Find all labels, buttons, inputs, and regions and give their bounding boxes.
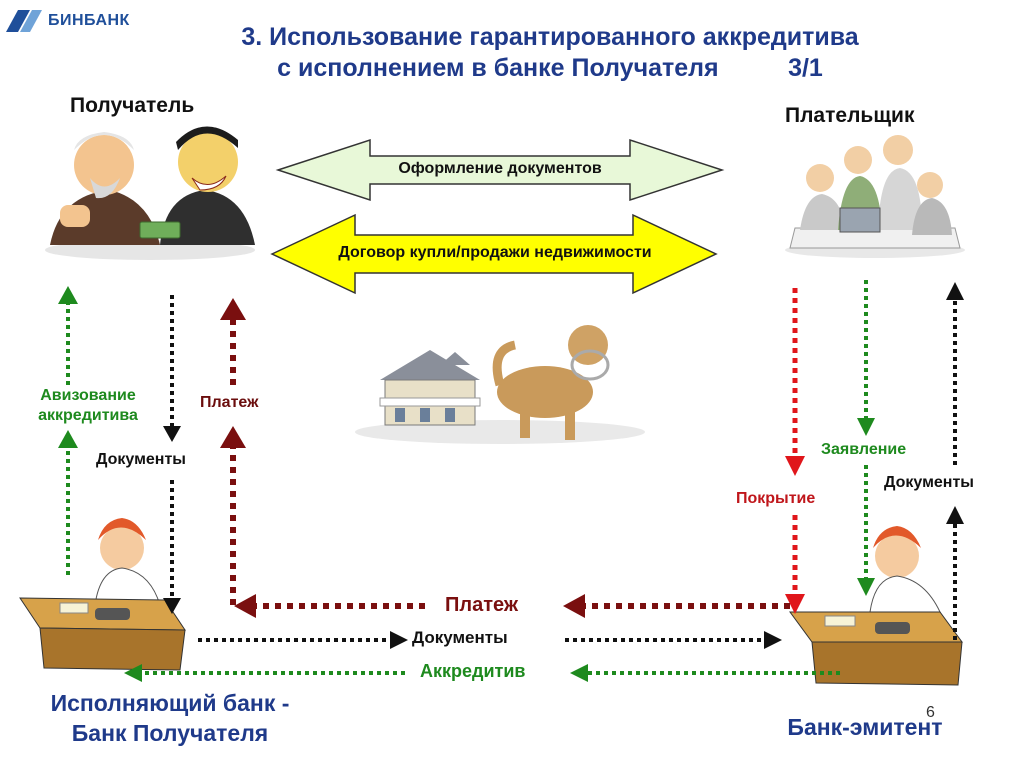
recipient-documents-arrow <box>163 295 181 614</box>
bottom-payment-label: Платеж <box>445 594 519 616</box>
page-number: 6 <box>926 704 935 721</box>
issuing-documents-arrow <box>946 282 964 640</box>
bottom-letter-of-credit-label: Аккредитив <box>420 661 526 681</box>
bottom-payment-arrow <box>234 594 790 618</box>
coverage-label: Покрытие <box>736 490 816 507</box>
application-label: Заявление <box>821 441 907 458</box>
advising-label: Авизование аккредитива <box>38 387 138 424</box>
bottom-documents-arrow <box>198 631 782 649</box>
coverage-arrow <box>785 288 805 614</box>
bottom-letter-of-credit-arrow <box>124 664 840 682</box>
issuing-bank-desk-icon <box>789 526 963 686</box>
executing-bank-title: Исполняющий банк - Банк Получателя <box>50 690 290 746</box>
recipient-title: Получатель <box>70 94 195 117</box>
house-dog-icon <box>355 325 645 444</box>
documents-processing-label: Оформление документов <box>398 160 602 177</box>
payment-to-recipient-arrow <box>220 298 246 605</box>
title-line-1: 3. Использование гарантированного аккред… <box>241 23 859 51</box>
binbank-logo-icon <box>6 10 42 32</box>
bottom-documents-label: Документы <box>412 628 508 647</box>
recipient-people-icon <box>45 126 255 260</box>
slide-title: 3. Использование гарантированного аккред… <box>140 22 960 84</box>
issuing-bank-title: Банк-эмитент <box>787 714 943 740</box>
title-line-2: с исполнением в банке Получателя 3/1 <box>277 54 823 82</box>
contract-label: Договор купли/продажи недвижимости <box>338 244 652 261</box>
documents-label-left: Документы <box>96 451 186 468</box>
payer-title: Плательщик <box>785 104 915 127</box>
documents-label-right: Документы <box>884 474 974 491</box>
advising-arrow <box>58 286 78 575</box>
contract-arrow <box>270 213 718 295</box>
payer-people-icon <box>785 135 965 258</box>
bank-logo: БИНБАНК <box>4 6 130 36</box>
executing-bank-desk-icon <box>19 518 186 671</box>
application-arrow <box>857 280 875 596</box>
payment-label-left: Платеж <box>200 394 259 411</box>
documents-processing-arrow <box>275 138 725 202</box>
logo-text: БИНБАНК <box>48 12 130 29</box>
